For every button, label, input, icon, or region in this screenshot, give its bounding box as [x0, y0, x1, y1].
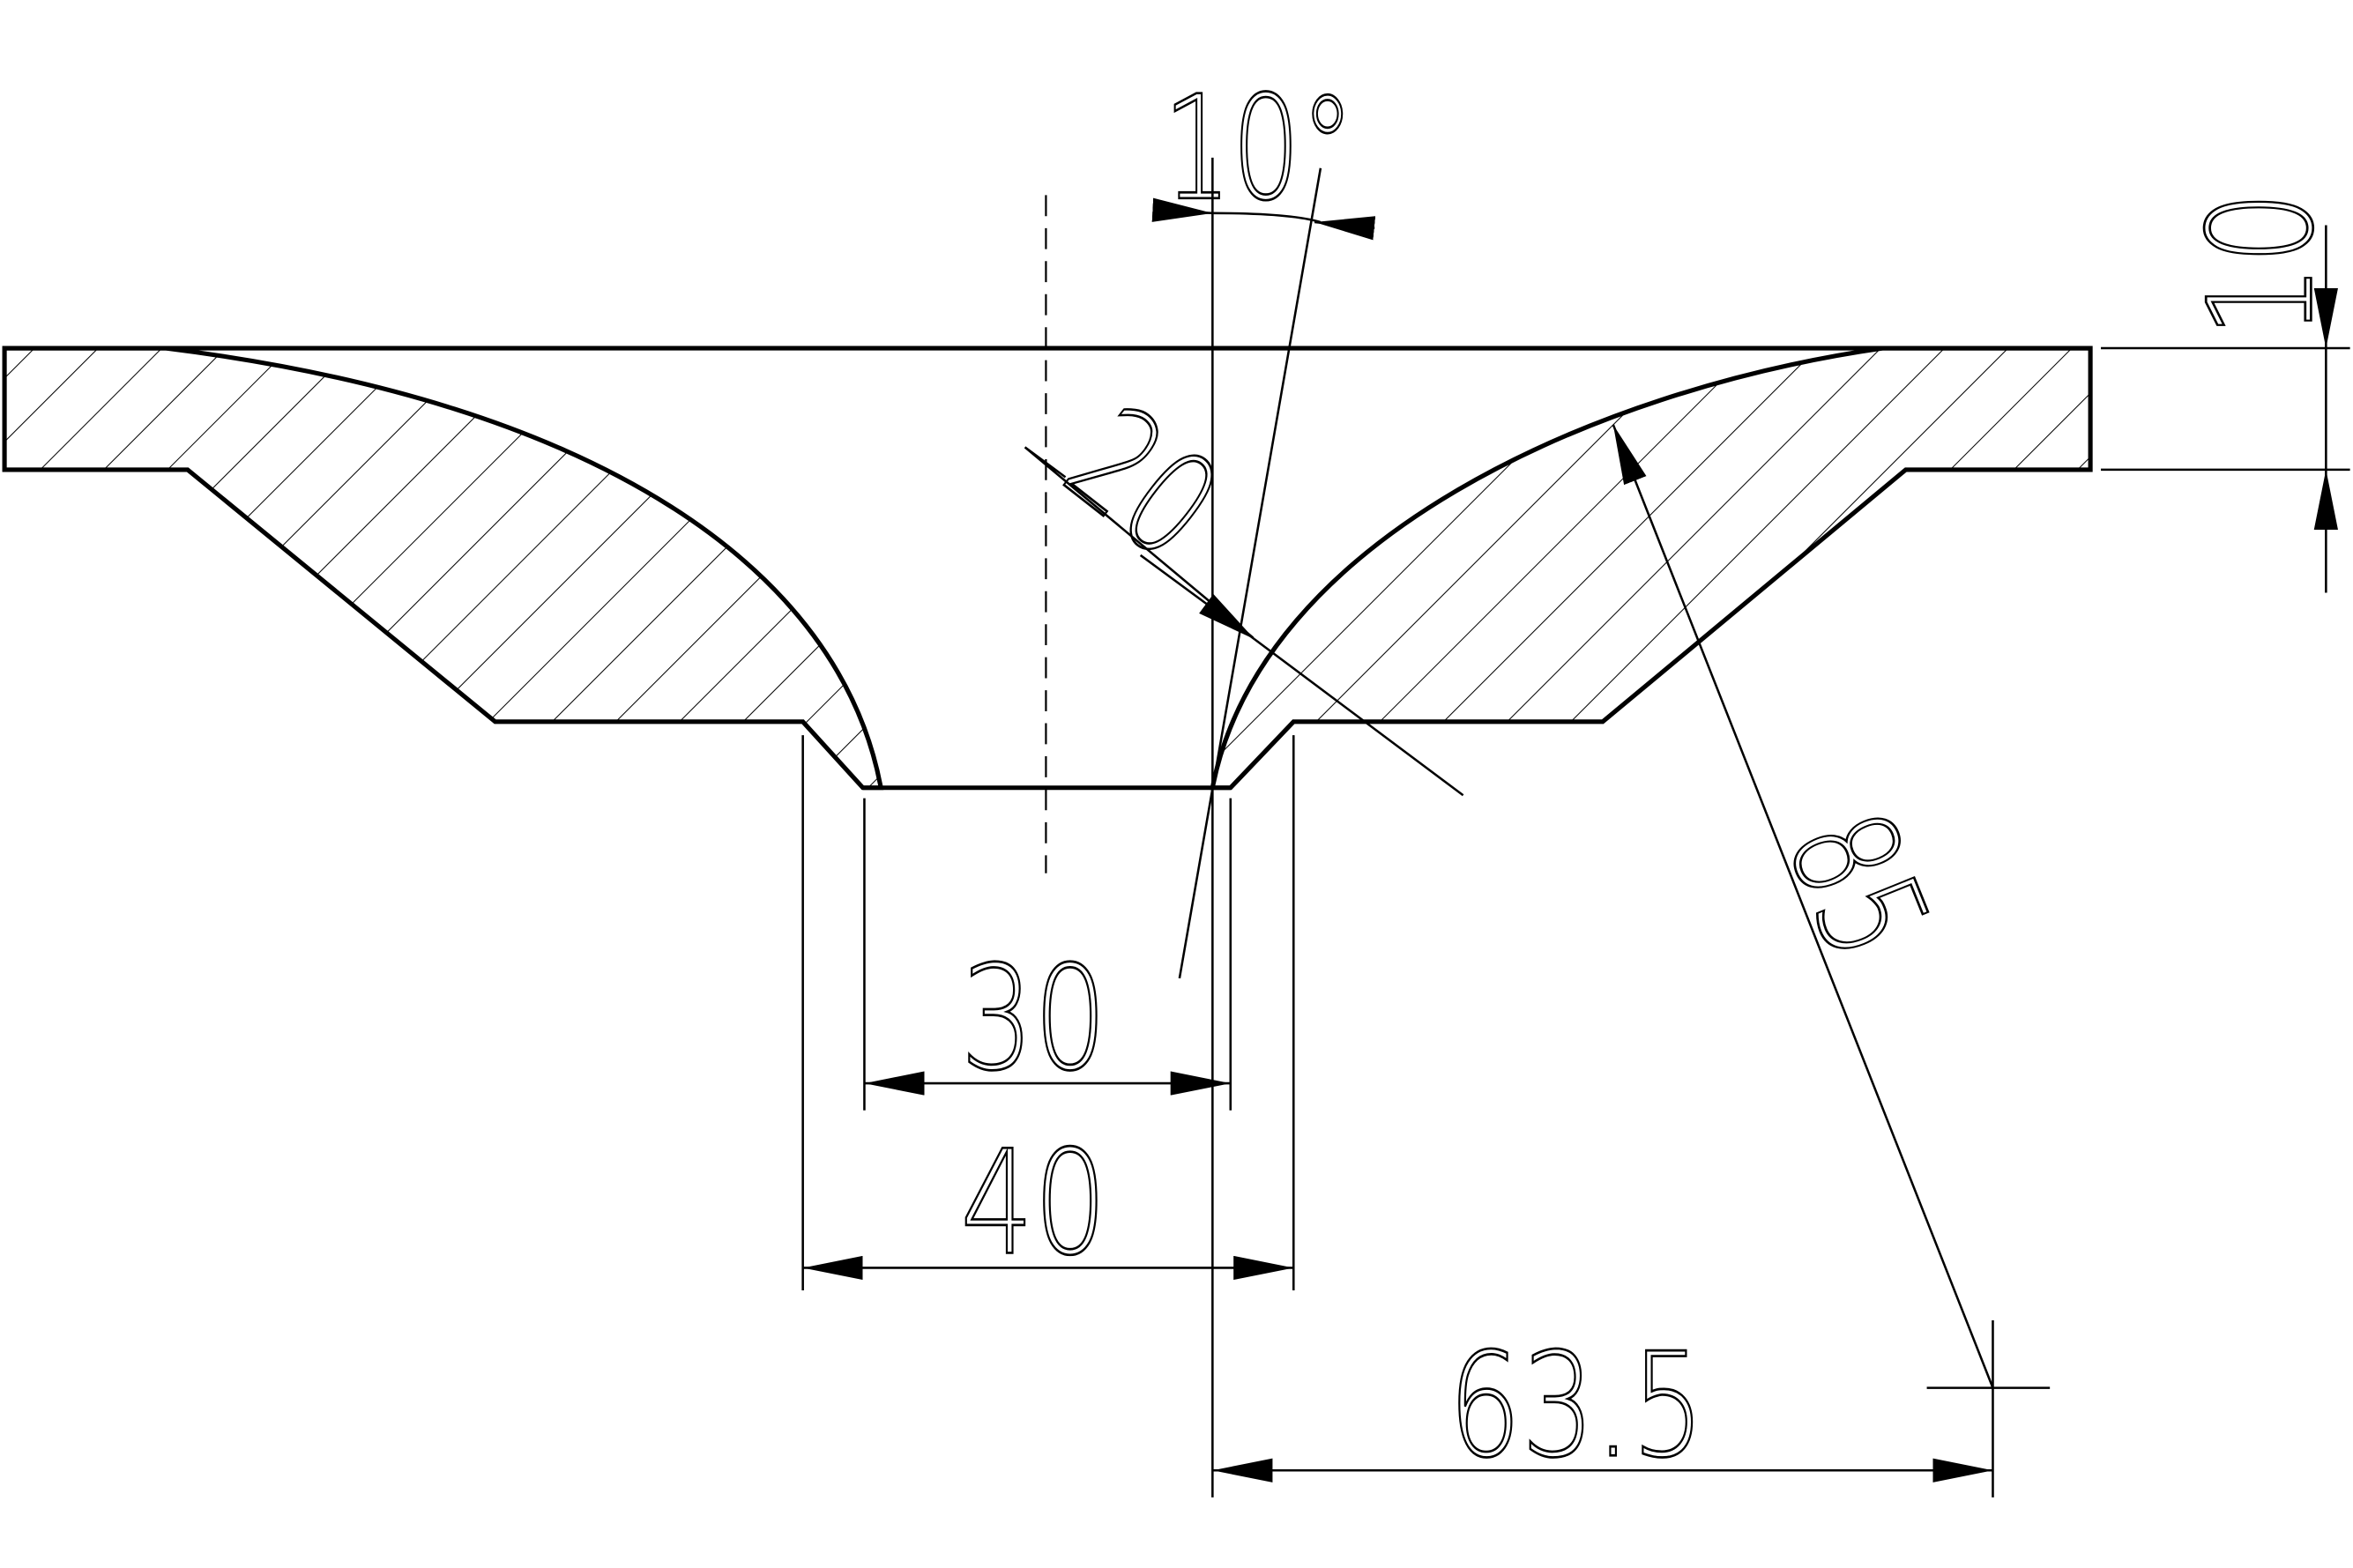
section-right: [1210, 346, 2093, 791]
dim-40-label: 40: [960, 1119, 1106, 1287]
dim-63-5-label: 63.5: [1448, 1322, 1705, 1490]
section-left: [2, 346, 884, 791]
dim-10-label: 10: [2178, 191, 2345, 338]
radius-85-label: 85: [1754, 791, 1961, 981]
angle-arc: [1212, 212, 1322, 224]
radius-85-line: [1612, 424, 1994, 1389]
radius-20-label: 20: [1037, 375, 1248, 592]
angle-arrow-right: [1314, 216, 1376, 241]
dim-30-label: 30: [960, 935, 1106, 1103]
angle-label: 10°: [1163, 65, 1354, 233]
angle-line: [1178, 167, 1322, 979]
radius-20-extension: [1254, 638, 1464, 797]
radius-20-line: [1139, 554, 1255, 641]
angle-arrow-left: [1151, 197, 1213, 222]
radius-20-leader: [1024, 446, 1255, 639]
